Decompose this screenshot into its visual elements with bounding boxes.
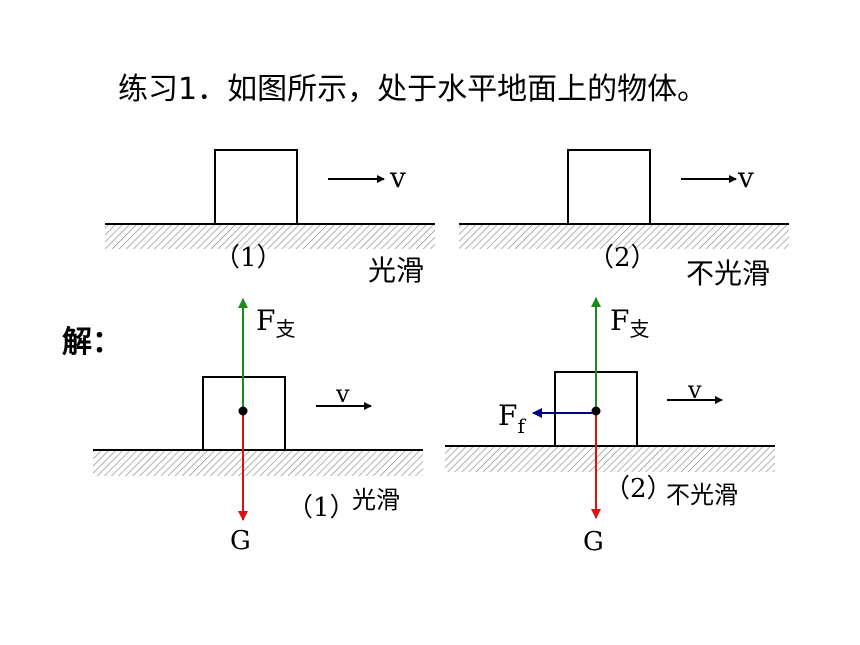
- velocity-label: v: [687, 376, 702, 404]
- ground-hatch: [105, 224, 435, 249]
- ground-hatch: [445, 446, 775, 472]
- surface-label: 不光滑: [686, 257, 770, 290]
- ground-hatch: [459, 224, 789, 249]
- friction-label: Ff: [498, 399, 526, 438]
- surface-label: 不光滑: [666, 481, 738, 509]
- figure-number: （2）: [588, 243, 657, 273]
- gravity-label: G: [230, 526, 251, 556]
- gravity-label: G: [583, 527, 604, 557]
- surface-label: 光滑: [368, 254, 424, 287]
- exercise-title: 练习1．如图所示，处于水平地面上的物体。: [118, 72, 707, 107]
- center-of-mass-dot: [591, 406, 601, 416]
- top-right-figure: v （2） 不光滑: [459, 149, 789, 290]
- ground-hatch: [93, 450, 423, 476]
- support-force-label: F支: [610, 304, 649, 341]
- figure-number: （1）: [287, 493, 356, 523]
- velocity-label: v: [389, 161, 406, 194]
- velocity-label: v: [335, 380, 350, 408]
- bottom-left-figure: F支 G v （1） 光滑: [93, 298, 423, 556]
- block: [567, 149, 651, 225]
- figure-number: （1）: [214, 243, 283, 273]
- surface-label: 光滑: [352, 486, 400, 514]
- figure-number: （2）: [604, 474, 673, 504]
- center-of-mass-dot: [238, 406, 248, 416]
- bottom-right-figure: F支 Ff G v （2） 不光滑: [445, 297, 775, 557]
- block: [214, 149, 298, 225]
- top-left-figure: v （1） 光滑: [105, 149, 435, 287]
- support-force-label: F支: [256, 304, 295, 341]
- solution-label: 解：: [62, 325, 122, 360]
- velocity-label: v: [737, 161, 754, 194]
